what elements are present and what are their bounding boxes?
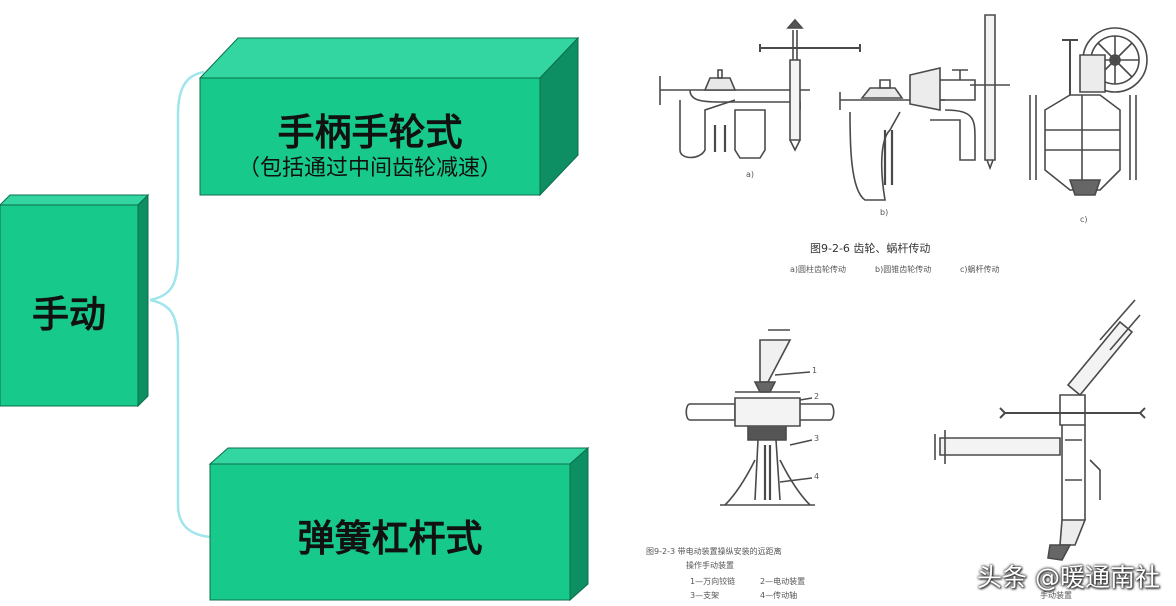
part-number-1: 1 [812,366,818,375]
panel-label-c: c) [1080,215,1088,224]
branch-1-subtitle: （包括通过中间齿轮减速） [237,156,502,181]
figure-bottom-legend-4: 4—传动轴 [760,591,798,600]
part-number-3: 3 [814,434,820,443]
panel-label-b: b) [880,208,889,217]
branch-2-title: 弹簧杠杆式 [297,517,483,560]
figure-bottom-right-caption: 手动装置 [1040,591,1072,600]
figure-top-subcaption-c: c)蜗杆传动 [960,265,1000,274]
figure-top-subcaption-b: b)圆锥齿轮传动 [875,265,932,274]
branch-box-handwheel [198,36,580,197]
figure-remote-manual-device [685,329,835,506]
root-label: 手动 [32,293,106,336]
figure-bottom-caption-line1: 图9-2-3 带电动装置操纵安装的远距离 [646,547,782,556]
panel-a-cylindrical-gear [659,18,861,159]
tree-connector [149,70,211,539]
branch-box-spring-lever [208,446,590,602]
root-box [0,193,150,408]
figure-bottom-caption-line2: 操作手动装置 [686,561,734,570]
panel-c-worm-drive [1029,27,1148,196]
figure-manual-device-assembly [934,299,1146,561]
watermark: 头条 @暖通南社 [977,563,1160,592]
branch-1-title: 手柄手轮式 [277,111,463,154]
figure-bottom-legend-2: 2—电动装置 [760,577,806,586]
part-number-4: 4 [814,472,820,481]
figure-top-subcaption-a: a)圆柱齿轮传动 [790,265,847,274]
panel-label-a: a) [746,170,755,179]
figure-bottom-legend-3: 3—支架 [690,591,720,600]
figure-bottom-legend-1: 1—万向铰链 [690,577,736,586]
panel-b-bevel-gear [839,14,1010,201]
figure-top-caption: 图9-2-6 齿轮、蜗杆传动 [810,242,931,255]
figure-gear-worm-drives [659,14,1148,201]
part-number-2: 2 [814,392,820,401]
